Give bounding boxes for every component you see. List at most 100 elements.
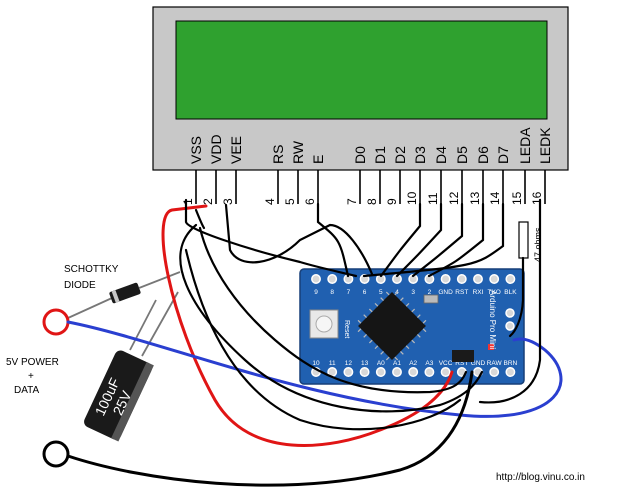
power-wire (180, 206, 195, 272)
lcd-pin-name-rs: RS (270, 145, 286, 164)
signal-wire (508, 256, 525, 338)
power-label-line1: 5V POWER (6, 357, 59, 368)
schottky-diode (67, 271, 181, 319)
board-bottom-hole (375, 367, 386, 377)
lcd-pin-name-vss: VSS (188, 136, 204, 164)
board-bottom-pin-label: RST (455, 360, 468, 367)
lcd-pin-number-5: 5 (283, 198, 297, 205)
signal-wire (478, 198, 542, 404)
board-top-hole (359, 274, 370, 284)
signal-wire (427, 202, 485, 278)
board-bottom-hole (424, 367, 435, 377)
regulator (452, 350, 474, 362)
lcd-pin-name-d2: D2 (392, 146, 408, 164)
board-bottom-hole (359, 367, 370, 377)
lcd-pin-name-d1: D1 (372, 146, 388, 164)
lcd-pin-name-rw: RW (290, 140, 306, 164)
signal-wire (379, 202, 422, 278)
signal-wire (224, 203, 374, 276)
lcd-pin-number-1: 1 (181, 198, 195, 205)
board-top-pin-label: 6 (363, 289, 367, 296)
board-top-pin-label: 2 (428, 289, 432, 296)
signal-wire (316, 202, 350, 278)
lcd-pin-name-vdd: VDD (208, 134, 224, 164)
board-top-hole (473, 274, 483, 284)
reset-label: Reset (343, 320, 350, 338)
lcd-pin-name-d4: D4 (433, 146, 449, 164)
crystal (423, 294, 439, 304)
board-bottom-hole (408, 367, 419, 377)
resistor-label: 47 ohms (533, 227, 543, 262)
power-terminal-positive (42, 308, 70, 336)
led (488, 344, 494, 350)
lcd-pin-number-13: 13 (468, 191, 482, 205)
lcd-pin-number-10: 10 (405, 191, 419, 205)
board-bottom-pin-label: A2 (409, 360, 417, 367)
signal-wire (362, 202, 505, 278)
board-bottom-pin-label: GND (471, 360, 486, 367)
diode-label-line1: SCHOTTKY (64, 264, 119, 275)
lcd-pin-number-6: 6 (303, 198, 317, 205)
board-top-pin-label: 5 (379, 289, 383, 296)
board-bottom-pin-label: BRN (504, 360, 518, 367)
signal-wire (184, 198, 358, 278)
board-top-hole (440, 274, 451, 284)
wires (66, 198, 563, 487)
ground-wire (194, 208, 206, 230)
signal-wire (395, 202, 443, 278)
lcd-pin-number-4: 4 (263, 198, 277, 205)
board-bottom-pin-label: 13 (361, 360, 369, 367)
lcd-pin-number-16: 16 (530, 191, 544, 205)
board-top-pin-label: BLK (504, 289, 517, 296)
reset-button (309, 309, 339, 339)
board-top-hole (456, 274, 467, 284)
lcd-pin-name-vee: VEE (228, 136, 244, 164)
board-bottom-hole (440, 367, 451, 377)
power-wire (161, 204, 454, 447)
board-brand-label: Arduino Pro Mini (488, 290, 497, 349)
arduino-pro-mini-board: 98765432GNDRSTRXITXOBLK 10111213A0A1A2A3… (299, 268, 525, 385)
board-top-hole (327, 274, 338, 284)
board-bottom-hole (343, 367, 354, 377)
board-top-pin-label: 9 (314, 289, 318, 296)
board-top-pin-label: 8 (330, 289, 334, 296)
electrolytic-capacitor: 100uF 25V (84, 291, 179, 442)
diode-label-line2: DIODE (64, 280, 96, 291)
atmega-chip (357, 291, 427, 361)
board-top-pin-label: RXI (473, 289, 484, 296)
lcd-pin-leads (195, 170, 546, 204)
board-bottom-pin-label: 10 (312, 360, 320, 367)
board-top-pin-label: GND (438, 289, 453, 296)
lcd-pin-number-2: 2 (201, 198, 215, 205)
board-top-hole (505, 274, 516, 284)
ground-terminal (42, 440, 70, 468)
board-bottom-pin-label: A1 (393, 360, 401, 367)
lcd-pin-number-14: 14 (488, 191, 502, 205)
lcd-pin-name-d6: D6 (475, 146, 491, 164)
board-top-header: 98765432GNDRSTRXITXOBLK (311, 274, 517, 296)
lcd-pin-name-e: E (310, 155, 326, 164)
power-label-line2: + (28, 371, 34, 382)
lcd-pin-name-d0: D0 (352, 146, 368, 164)
lcd-pin-name-d7: D7 (495, 146, 511, 164)
board-bottom-pin-label: VCC (439, 360, 453, 367)
lcd-pin-number-11: 11 (426, 192, 440, 205)
board-top-pin-label: 3 (411, 289, 415, 296)
board-bottom-pin-label: A0 (377, 360, 385, 367)
resistor (518, 221, 529, 259)
board-top-hole (489, 274, 500, 284)
signal-wire (184, 248, 462, 431)
board-bottom-hole (489, 367, 500, 377)
ground-wire (66, 370, 474, 487)
board-top-pin-label: RST (455, 289, 468, 296)
board-bottom-hole (392, 367, 402, 377)
blog-url: http://blog.vinu.co.in (496, 472, 585, 483)
board-top-pin-label: TXO (488, 289, 501, 296)
lcd-pin-number-7: 7 (345, 198, 359, 205)
board-top-hole (311, 274, 321, 284)
board-bottom-pin-label: A3 (425, 360, 433, 367)
